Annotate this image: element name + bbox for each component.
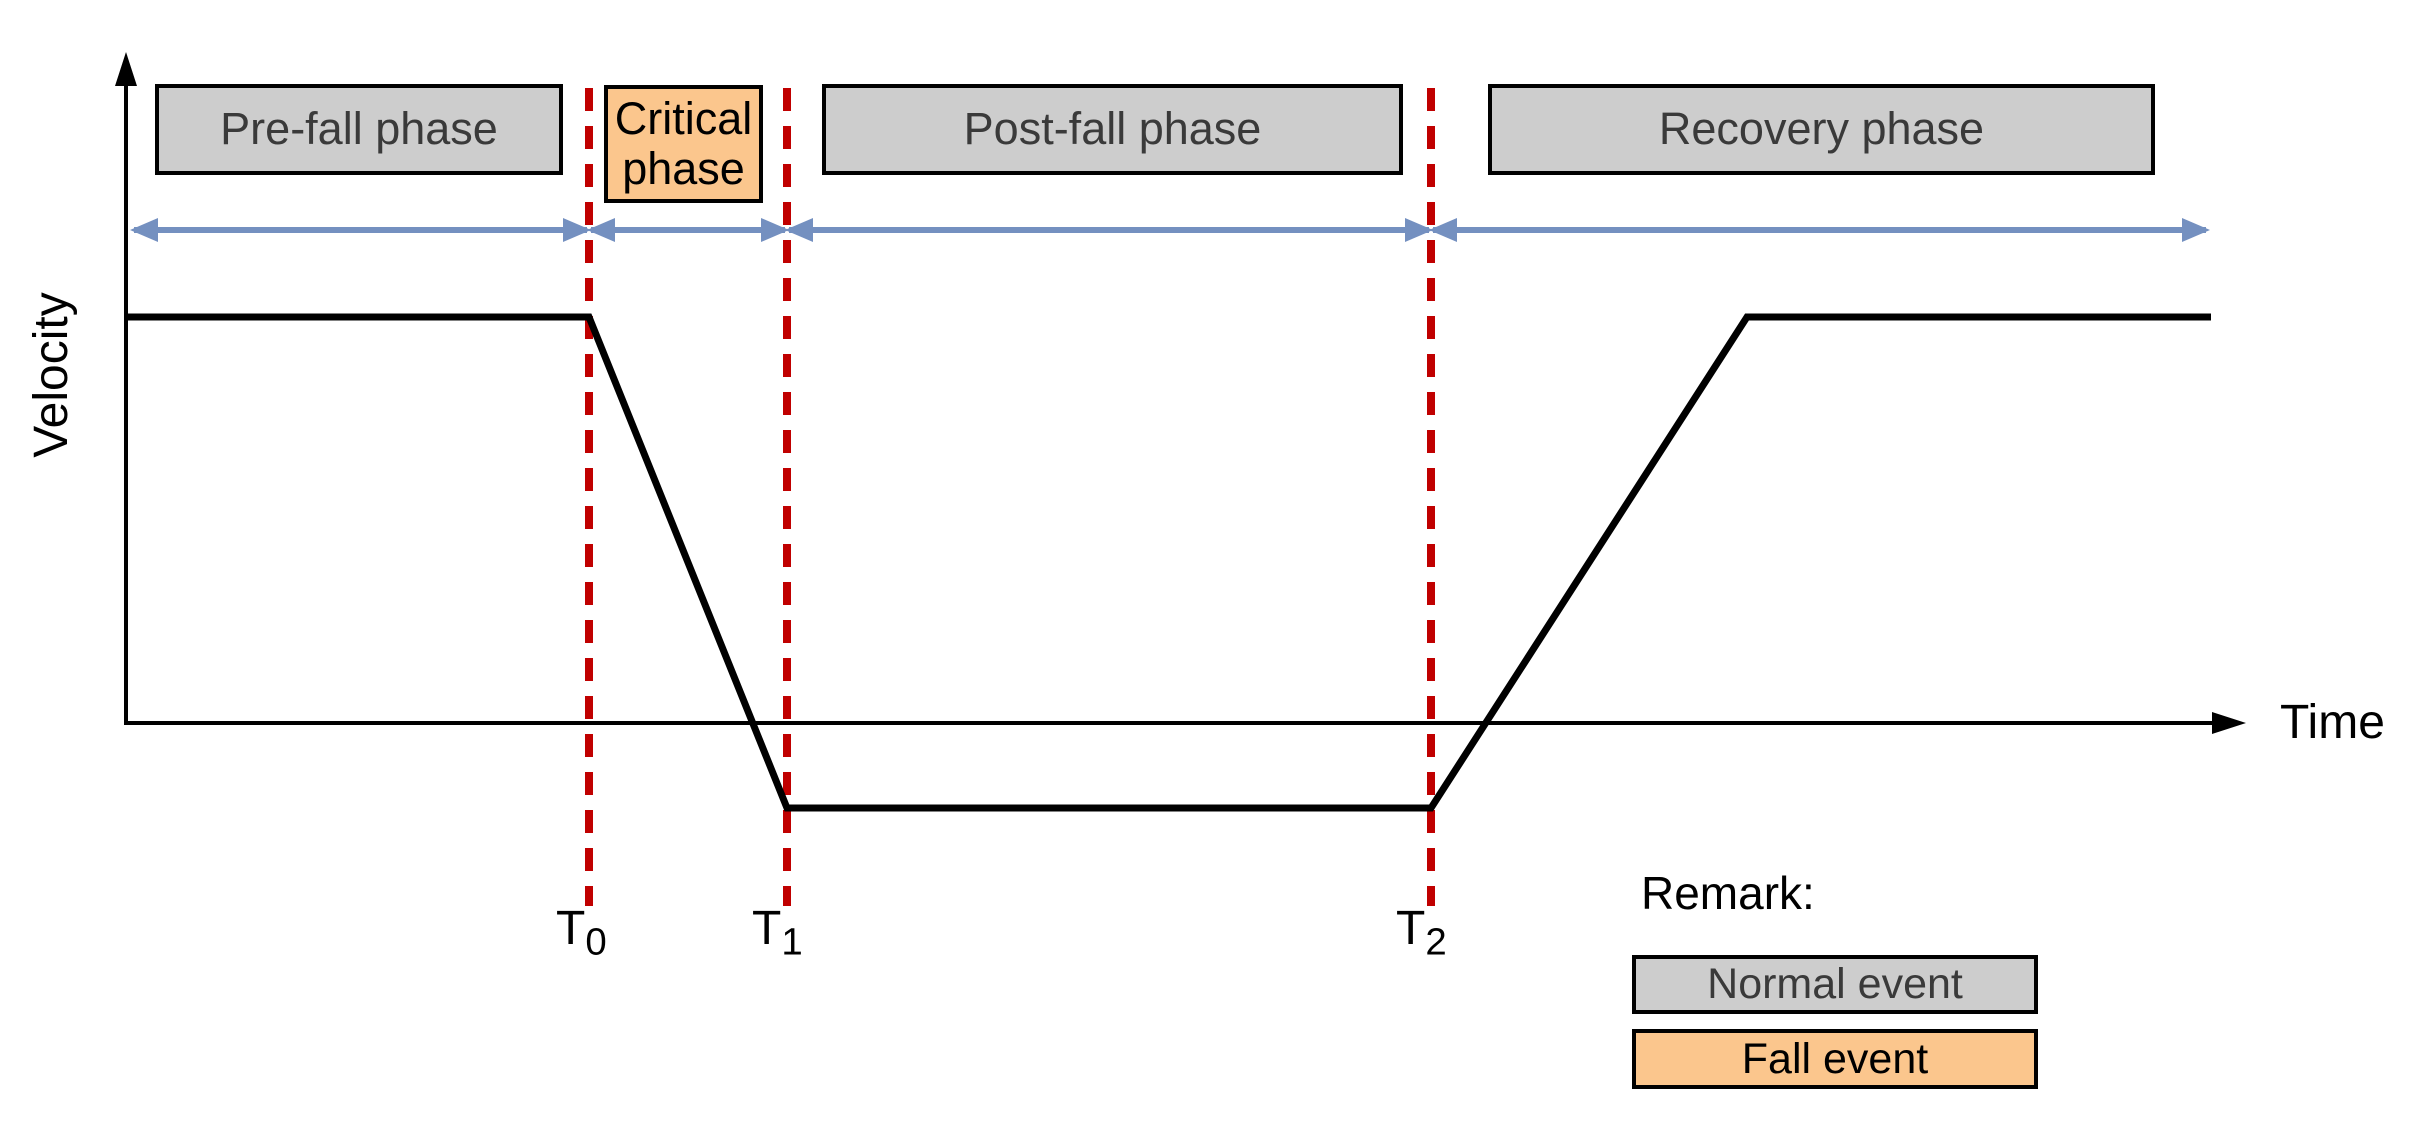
- phase-box-critical: Critical phase: [604, 85, 763, 203]
- phase-label-postfall: Post-fall phase: [963, 103, 1262, 155]
- t1-label: T1: [752, 902, 803, 962]
- t0-base: T: [556, 902, 586, 955]
- legend-item-fall-event: Fall event: [1632, 1029, 2038, 1089]
- legend-label-normal-event: Normal event: [1707, 960, 1963, 1008]
- t1-sub: 1: [781, 920, 803, 964]
- phase-label-critical: Critical phase: [614, 92, 753, 194]
- phase-label-recovery: Recovery phase: [1658, 103, 1985, 155]
- phase-box-recovery: Recovery phase: [1488, 84, 2155, 175]
- velocity-curve: [126, 313, 2211, 812]
- phase-box-prefall: Pre-fall phase: [155, 84, 563, 175]
- t2-label: T2: [1396, 902, 1447, 962]
- t0-label: T0: [556, 902, 607, 962]
- t1-base: T: [752, 902, 782, 955]
- t0-sub: 0: [585, 920, 607, 964]
- legend-title: Remark:: [1641, 867, 1815, 919]
- x-axis-label: Time: [2280, 696, 2385, 749]
- phase-label-prefall: Pre-fall phase: [220, 103, 498, 155]
- legend-label-fall-event: Fall event: [1741, 1034, 1929, 1083]
- legend-item-normal-event: Normal event: [1632, 955, 2038, 1014]
- t2-sub: 2: [1425, 920, 1447, 964]
- phase-box-postfall: Post-fall phase: [822, 84, 1403, 175]
- y-axis-label: Velocity: [25, 292, 78, 458]
- t2-base: T: [1396, 902, 1426, 955]
